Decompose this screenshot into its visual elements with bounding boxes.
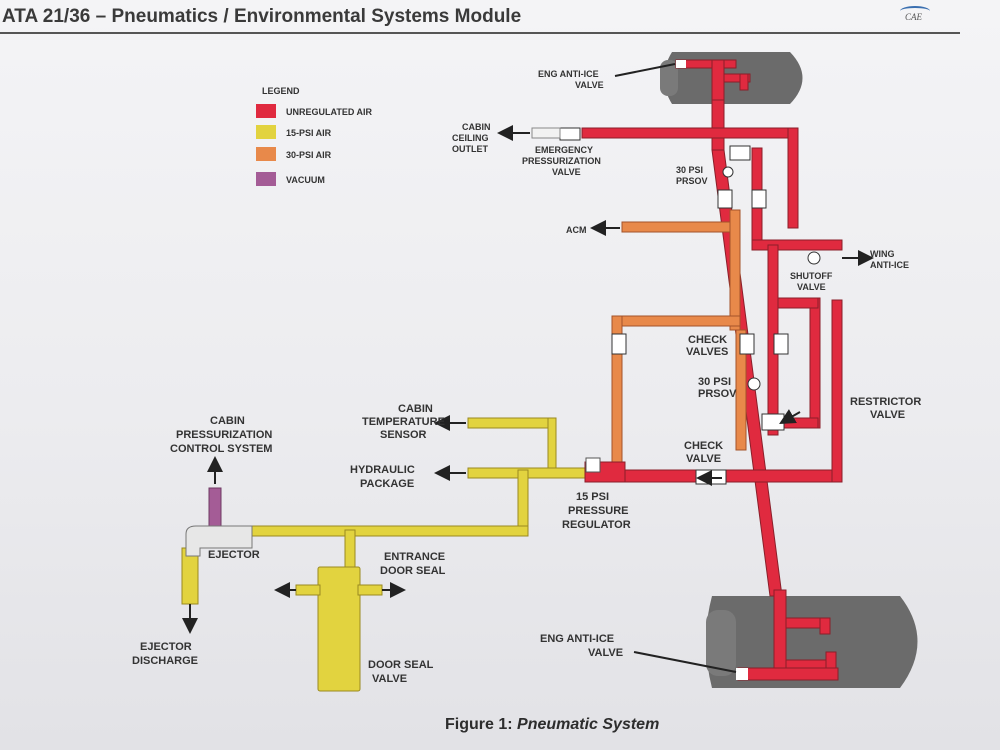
label-15psi: 15 PSI [576,491,609,503]
label-entrance: ENTRANCE [384,551,445,563]
page-header-title: ATA 21/36 – Pneumatics / Environmental S… [2,6,522,27]
top-engine-intake [660,60,678,96]
label-check2: CHECK [684,440,723,452]
cabin-ceiling-outlet-pipe [531,127,561,139]
cae-logo: CAE [905,12,922,22]
15psi-air-lines [181,417,587,692]
label-30psi-top: 30 PSI [676,165,703,175]
label-hydraulic: HYDRAULIC [350,464,415,476]
label-door-seal-valve-2: VALVE [372,673,407,685]
vacuum-line [208,487,222,533]
ejector-body [185,525,253,557]
label-check: CHECK [688,334,727,346]
label-package: PACKAGE [360,478,414,490]
30psi-prsov-top-icon [722,166,734,178]
caption-prefix: Figure 1: [445,716,513,733]
label-cpcs-2: PRESSURIZATION [176,429,272,441]
legend-swatch-15psi [256,125,276,139]
emergency-pressurization-valve [559,127,581,141]
bottom-engine-intake [706,610,736,676]
check-valve-right [773,333,789,355]
check-valve-upper-right [751,189,767,209]
legend-title: LEGEND [262,86,300,96]
legend-swatch-vacuum [256,172,276,186]
label-check-valves: VALVES [686,346,728,358]
check-valve-center [739,333,755,355]
legend-swatch-unregulated [256,104,276,118]
header-rule [0,32,960,34]
legend-label-30psi: 30-PSI AIR [286,150,332,160]
label-emergency-valve: VALVE [552,167,581,177]
label-anti-ice: ANTI-ICE [870,260,909,270]
label-emergency: EMERGENCY [535,145,593,155]
label-cabin-outlet-2: CEILING [452,133,489,143]
label-restrictor-valve: VALVE [870,409,905,421]
label-entrance-door-seal: DOOR SEAL [380,565,446,577]
check-valve-upper-left [717,189,733,209]
restrictor-valve [761,413,785,431]
label-cpcs-1: CABIN [210,415,245,427]
label-cpcs-3: CONTROL SYSTEM [170,443,272,455]
label-valve-bottom: VALVE [588,647,623,659]
label-acm: ACM [566,225,587,235]
label-ejector-discharge-1: EJECTOR [140,641,192,653]
flow-arrows [182,63,874,673]
label-cabin-temp-1: CABIN [398,403,433,415]
label-shutoff: SHUTOFF [790,271,833,281]
label-pressurization: PRESSURIZATION [522,156,601,166]
top-restrictor-valve [729,145,751,161]
label-eng-anti-ice-top: ENG ANTI-ICE [538,69,599,79]
legend-label-vacuum: VACUUM [286,175,325,185]
bottom-engine-manifold [737,589,839,681]
eng-anti-ice-valve-bottom [736,668,748,680]
label-cabin-temp-3: SENSOR [380,429,427,441]
legend-label-15psi: 15-PSI AIR [286,128,332,138]
check-valve-left [611,333,627,355]
label-pressure: PRESSURE [568,505,629,517]
label-eng-anti-ice-bottom: ENG ANTI-ICE [540,633,614,645]
label-prsov-top: PRSOV [676,176,708,186]
logo-swoosh-icon [900,6,930,16]
label-wing: WING [870,249,895,259]
label-cabin-outlet-1: CABIN [462,122,491,132]
label-cabin-temp-2: TEMPERATURE [362,416,445,428]
legend-swatch-30psi [256,147,276,161]
shutoff-valve-icon [807,251,821,265]
figure-caption: Figure 1: Pneumatic System [445,716,659,734]
label-regulator: REGULATOR [562,519,631,531]
15psi-pressure-regulator [585,457,601,473]
bottom-engine-nacelle [706,596,918,688]
30psi-prsov-bottom-icon [747,377,761,391]
label-shutoff-valve: VALVE [797,282,826,292]
label-valve-top: VALVE [575,80,604,90]
label-check-valve: VALVE [686,453,721,465]
label-restrictor: RESTRICTOR [850,396,921,408]
label-cabin-outlet-3: OUTLET [452,144,488,154]
label-ejector-discharge-2: DISCHARGE [132,655,198,667]
caption-title: Pneumatic System [517,716,660,733]
eng-anti-ice-valve-top [676,60,686,68]
legend-label-unregulated: UNREGULATED AIR [286,107,372,117]
label-prsov-bottom: PRSOV [698,388,737,400]
label-30psi-bottom: 30 PSI [698,376,731,388]
label-ejector: EJECTOR [208,549,260,561]
label-door-seal-valve-1: DOOR SEAL [368,659,434,671]
